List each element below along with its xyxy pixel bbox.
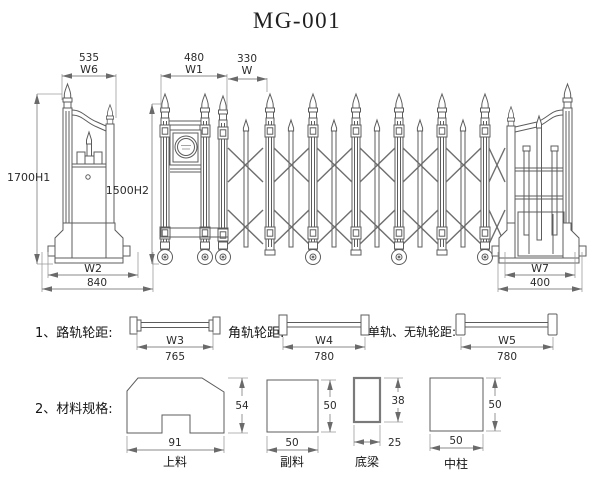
- fence-post: [200, 94, 210, 250]
- dim-width: 50: [285, 437, 298, 449]
- dim-height: 50: [323, 400, 336, 412]
- spec-label: 单轨、无轨轮距:: [368, 325, 456, 339]
- dim-label: W5: [498, 334, 516, 347]
- fence-post: [160, 94, 170, 250]
- profile-name: 底梁: [355, 454, 379, 469]
- dim-value: 400: [530, 277, 550, 289]
- fence-post: [480, 94, 490, 250]
- fence-post: [218, 96, 228, 252]
- fence-post: [308, 94, 318, 250]
- wheel-icon: [305, 241, 321, 265]
- dim-width-left-post: 535 W6: [61, 52, 117, 118]
- finial-icon: [62, 83, 73, 109]
- dim-value: 780: [497, 351, 517, 363]
- dim-base-left: W2 840: [41, 252, 154, 292]
- axle-drawing: [455, 313, 558, 336]
- dim-pitch: 330 W: [228, 53, 268, 92]
- dim-label: W7: [531, 262, 549, 275]
- dim-label: W3: [166, 334, 184, 347]
- door-panel: [71, 166, 107, 224]
- dim-width: 50: [449, 435, 462, 447]
- dim-label: 1700H1: [7, 171, 50, 184]
- profile-center-post: 50 50 中柱: [429, 377, 502, 471]
- dim-height: 50: [488, 399, 501, 411]
- spec-label: 角轨轮距:: [228, 326, 284, 341]
- control-box: [169, 129, 202, 166]
- left-tail-post: [47, 83, 131, 264]
- dim-width-drive-unit: 480 W1: [160, 52, 228, 112]
- dim-value: 480: [184, 52, 204, 64]
- drive-post: [157, 94, 231, 265]
- wheel-icon: [391, 241, 407, 265]
- fence-post: [394, 94, 404, 250]
- profile-name: 副料: [280, 455, 304, 469]
- keyhole: [85, 174, 91, 180]
- base: [491, 222, 587, 264]
- dim-height: 38: [391, 395, 404, 407]
- wheel-icon: [477, 241, 493, 265]
- dim-label: W: [242, 64, 253, 77]
- wheel-spec-rail: 1、路轨轮距: W3 765: [35, 316, 221, 363]
- profile-name: 上料: [163, 455, 187, 469]
- wheel-icon: [197, 241, 213, 265]
- profile-shape: [126, 377, 225, 434]
- wheel-spec-corner: 角轨轮距: W4 780: [228, 314, 370, 363]
- material-specs-label: 2、材料规格:: [35, 401, 113, 417]
- dim-label: W4: [315, 334, 333, 347]
- wheel-spec-trackless: 单轨、无轨轮距: W5 780: [368, 313, 558, 363]
- dim-height-gate: 1500H2: [106, 103, 161, 265]
- inner-pickets: [522, 114, 559, 241]
- fence-post: [265, 94, 275, 250]
- folding-fence: [227, 94, 506, 265]
- page-title: MG-001: [253, 8, 341, 33]
- dim-width: 91: [168, 437, 181, 449]
- base: [47, 222, 131, 264]
- profile-bottom-beam: 38 25 底梁: [352, 376, 405, 469]
- profile-secondary: 50 50 副料: [266, 379, 337, 469]
- profile-shape: [266, 379, 319, 433]
- curved-arm: [71, 109, 107, 127]
- finial-icon: [106, 104, 114, 125]
- axle-drawing: [129, 316, 221, 335]
- spec-label: 1、路轨轮距:: [35, 325, 113, 341]
- right-tail-post: [491, 83, 587, 264]
- profile-name: 中柱: [444, 456, 468, 471]
- profile-top-rail: 91 54 上料: [126, 377, 249, 469]
- center-spire: [76, 130, 103, 165]
- finial-icon: [506, 106, 515, 127]
- dim-label: W6: [80, 63, 98, 76]
- wheel-icon: [157, 241, 173, 265]
- base-beam: [160, 227, 229, 238]
- wheel-icon: [215, 241, 231, 265]
- profile-shape: [352, 376, 382, 424]
- dim-value: 780: [314, 351, 334, 363]
- fence-post: [437, 94, 447, 250]
- logo-badge: [174, 135, 198, 159]
- dim-label: W1: [185, 63, 203, 76]
- finial-icon: [562, 83, 573, 109]
- fence-post: [351, 94, 361, 250]
- profile-shape: [429, 377, 484, 432]
- dim-label: 1500H2: [106, 184, 149, 197]
- dim-value: 840: [87, 277, 107, 289]
- dim-label: W2: [84, 262, 102, 275]
- dim-value: 330: [237, 53, 257, 65]
- axle-drawing: [278, 314, 370, 336]
- dim-height: 54: [235, 400, 249, 412]
- dim-value: 765: [165, 351, 185, 363]
- dim-base-right: W7 400: [497, 252, 583, 292]
- dim-width: 25: [388, 437, 401, 449]
- dim-height-total: 1700H1: [7, 93, 62, 265]
- dim-value: 535: [79, 52, 99, 64]
